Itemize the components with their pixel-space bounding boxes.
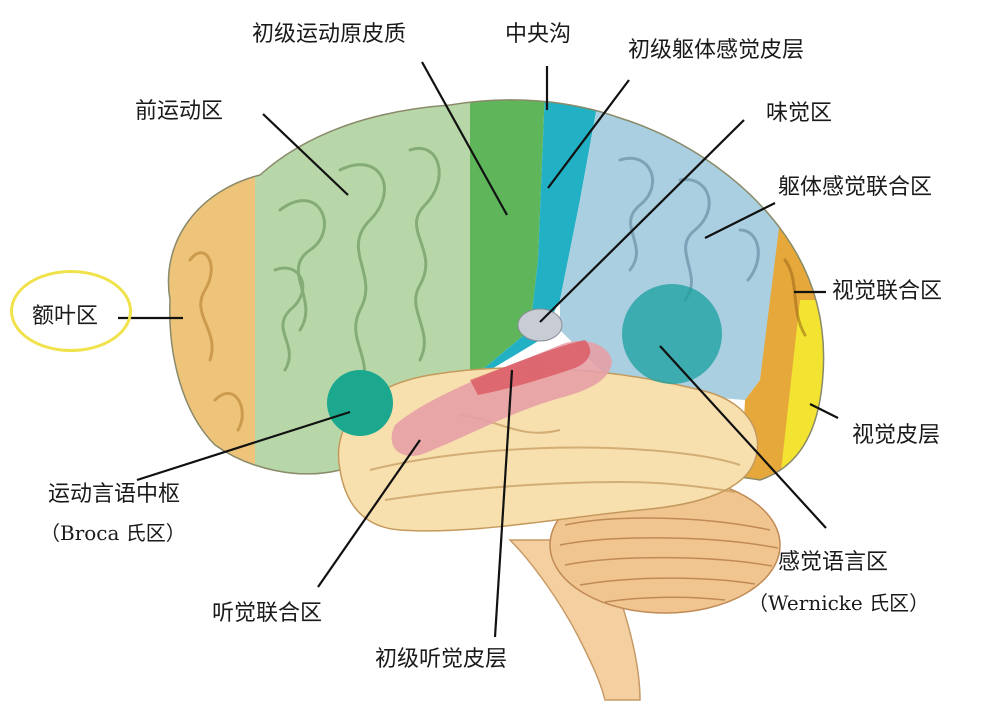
leader-wernicke (659, 345, 827, 529)
label-visual-cortex: 视觉皮层 (852, 423, 941, 448)
label-gustatory-area: 味觉区 (766, 101, 833, 126)
label-auditory-association: 听觉联合区 (212, 601, 323, 626)
label-premotor-area: 前运动区 (135, 99, 224, 124)
cortex-outline (167, 99, 825, 481)
leader-somatosensory-assoc (704, 202, 776, 239)
label-primary-motor-cortex: 初级运动原皮质 (252, 22, 407, 47)
leader-lines (118, 61, 839, 638)
leader-primary-auditory (493, 369, 514, 638)
label-primary-auditory-cortex: 初级听觉皮层 (375, 647, 508, 672)
label-primary-somatosensory-cortex: 初级躯体感觉皮层 (628, 38, 805, 63)
primary-auditory-strip (470, 340, 591, 395)
leader-broca (136, 410, 351, 482)
visual-cortex-region (780, 300, 824, 480)
label-central-sulcus: 中央沟 (505, 22, 572, 47)
leader-primary-somatosensory (547, 79, 630, 189)
label-somatosensory-association: 躯体感觉联合区 (778, 175, 933, 200)
broca-area (327, 370, 393, 436)
label-broca-line2: （Broca 氏区） (40, 521, 186, 545)
gyri-lines (188, 146, 807, 432)
leader-premotor (262, 113, 349, 196)
label-broca-line1: 运动言语中枢 (48, 482, 181, 507)
primary-motor-region (470, 99, 545, 380)
label-wernicke-line1: 感觉语言区 (778, 550, 889, 575)
label-visual-association: 视觉联合区 (832, 279, 943, 304)
frontal-highlight-ring (10, 270, 132, 352)
leader-gustatory (539, 119, 745, 323)
leader-auditory-assoc (317, 439, 421, 588)
leader-visual-cortex (809, 403, 839, 419)
leader-primary-motor (421, 61, 508, 216)
gustatory-spot (517, 308, 563, 342)
wernicke-area (622, 284, 722, 384)
label-frontal-lobe: 额叶区 (32, 304, 99, 329)
label-wernicke-line2: （Wernicke 氏区） (748, 591, 930, 615)
